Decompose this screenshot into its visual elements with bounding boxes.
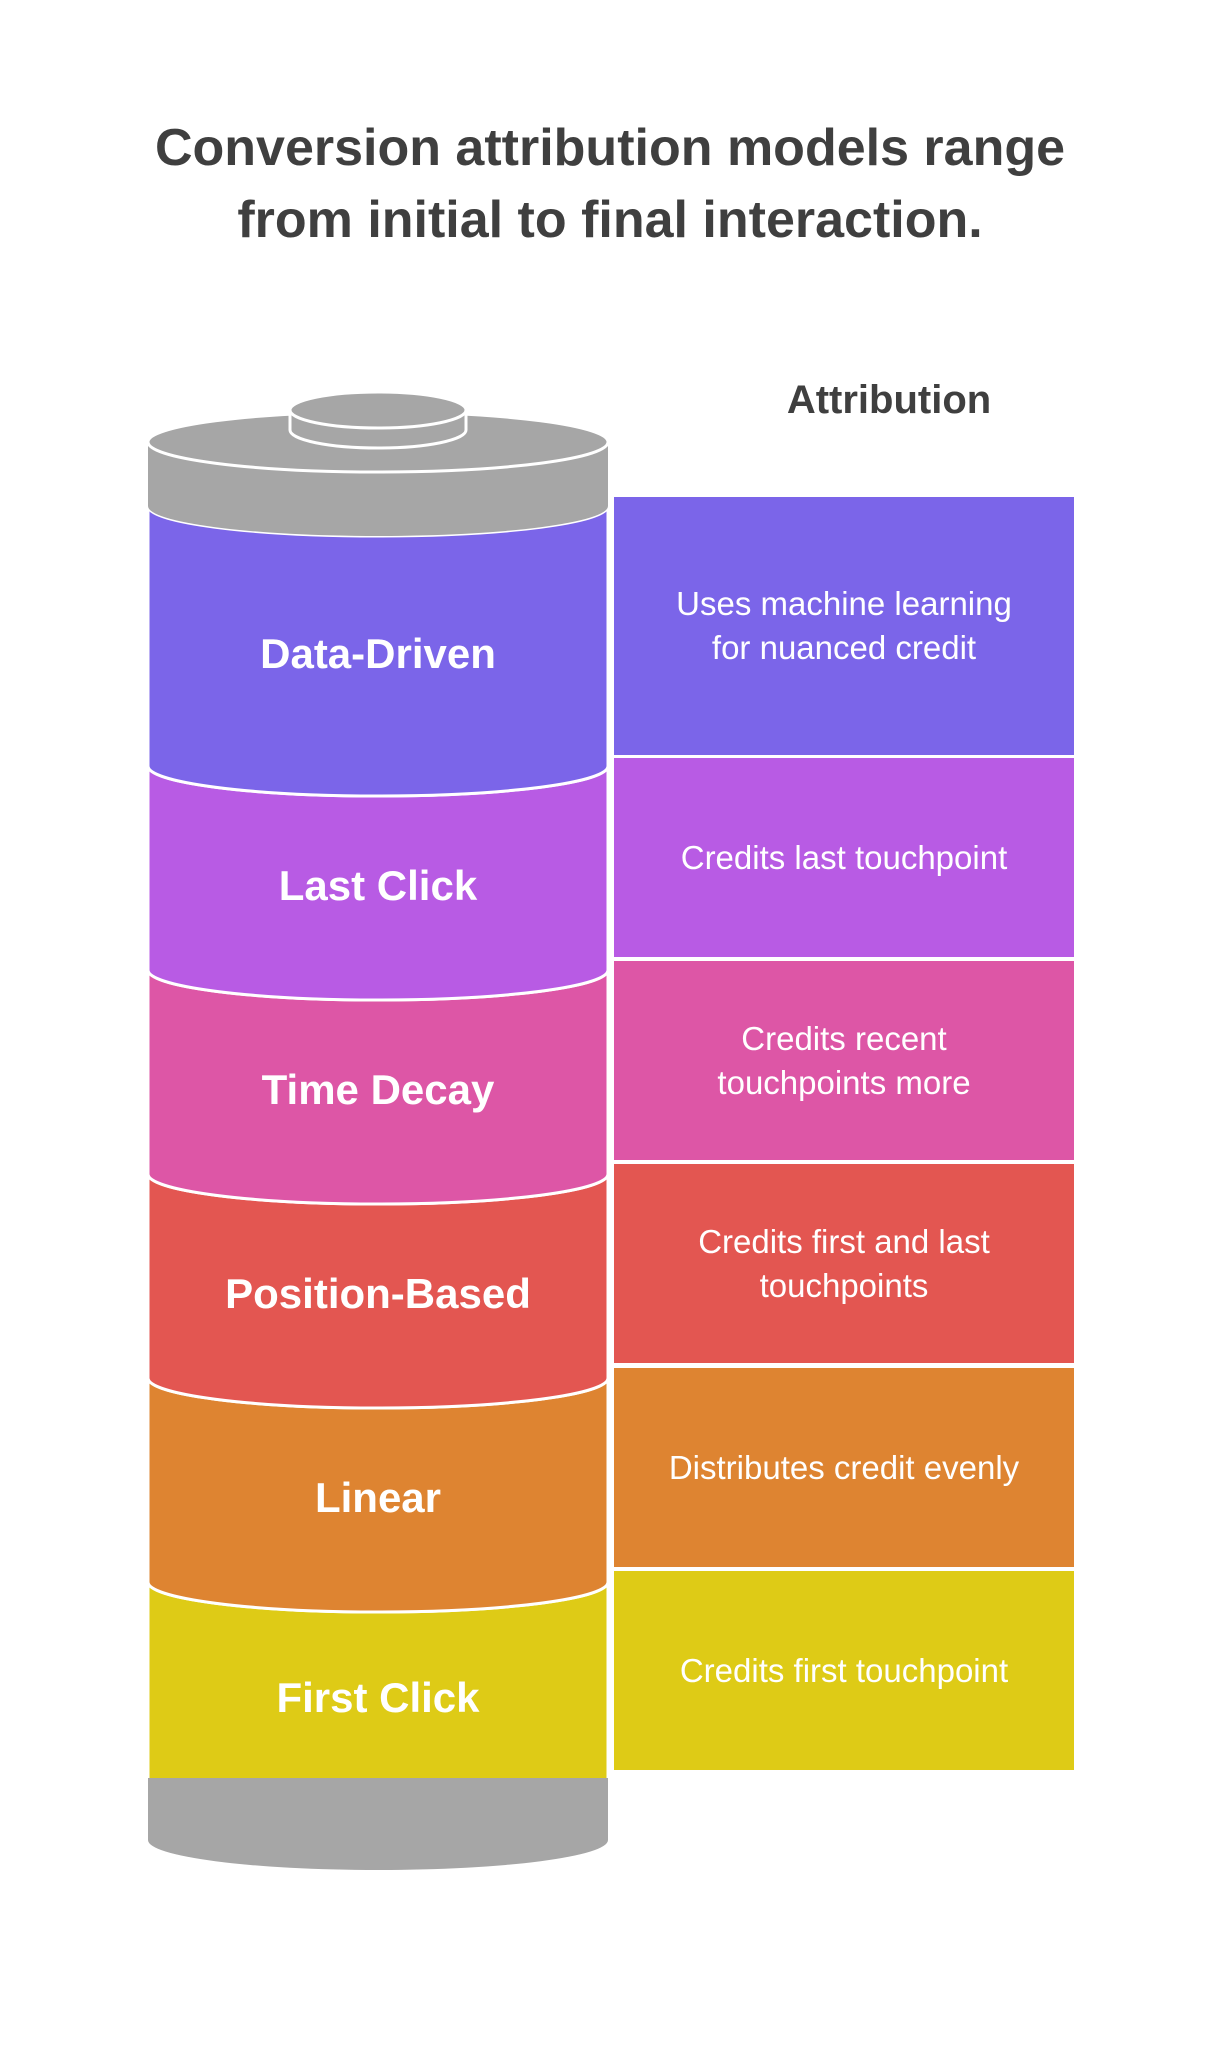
layer-label-first-click: First Click bbox=[276, 1674, 480, 1721]
description-text-linear: Distributes credit evenly bbox=[668, 1448, 1020, 1486]
layer-label-linear: Linear bbox=[314, 1474, 442, 1521]
description-text-last-click: Credits last touchpoint bbox=[680, 838, 1008, 876]
description-text-time-decay: Credits recent touchpoints more bbox=[717, 1019, 971, 1101]
description-text-data-driven: Uses machine learning for nuanced credit bbox=[676, 585, 1012, 666]
description-box-time-decay: Credits recent touchpoints more bbox=[614, 961, 1074, 1160]
layer-label-position-based: Position-Based bbox=[225, 1270, 531, 1317]
description-box-first-click: Credits first touchpoint bbox=[614, 1571, 1074, 1770]
layer-label-time-decay: Time Decay bbox=[261, 1066, 495, 1113]
cylinder-top-cap bbox=[146, 390, 610, 536]
description-box-linear: Distributes credit evenly bbox=[614, 1368, 1074, 1567]
description-text-first-click: Credits first touchpoint bbox=[679, 1651, 1009, 1689]
cylinder-bottom-cap bbox=[148, 1778, 608, 1870]
title-line-2: from initial to final interaction. bbox=[237, 191, 983, 249]
description-box-position-based: Credits first and last touchpoints bbox=[614, 1164, 1074, 1363]
description-box-last-click: Credits last touchpoint bbox=[614, 758, 1074, 957]
knob-top bbox=[288, 390, 468, 430]
base-cap-body bbox=[148, 1778, 608, 1870]
layer-label-last-click: Last Click bbox=[278, 862, 478, 909]
diagram-title: Conversion attribution models range from… bbox=[0, 112, 1220, 256]
description-box-data-driven: Uses machine learning for nuanced credit bbox=[614, 497, 1074, 755]
layer-label-data-driven: Data-Driven bbox=[260, 630, 496, 677]
attribution-heading: Attribution bbox=[786, 378, 992, 422]
description-text-position-based: Credits first and last touchpoints bbox=[698, 1222, 990, 1304]
cylinder-layers bbox=[146, 505, 610, 1810]
title-line-1: Conversion attribution models range bbox=[154, 119, 1066, 177]
